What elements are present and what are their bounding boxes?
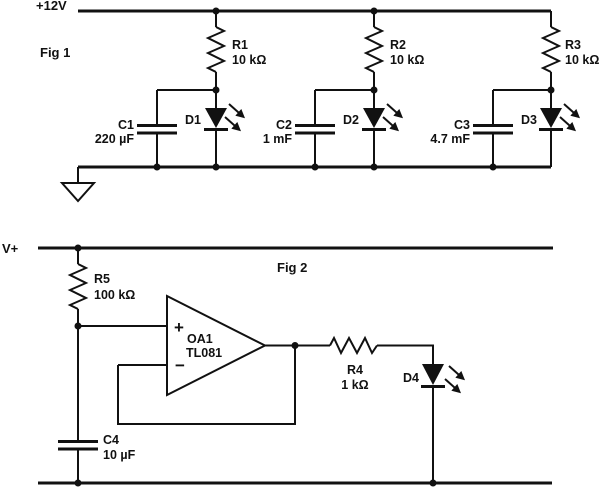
capacitor-c3-value: 4.7 mF [430,132,470,146]
led-emission-arrow-icon [224,116,242,132]
resistor-r3-symbol [540,26,562,73]
figure-2: V+ Fig 2 R5 100 kΩ C4 10 µF + − OA1 TL0 [2,241,553,487]
resistor-r5-symbol [67,263,89,310]
led-emission-arrow-icon [444,378,462,394]
figure-2-title: Fig 2 [277,260,307,275]
supply-label-12v: +12V [36,0,67,13]
resistor-r4-value: 1 kΩ [341,378,368,392]
led-d1-symbol [205,108,227,128]
resistor-r5-value: 100 kΩ [94,288,135,302]
resistor-r1-value: 10 kΩ [232,53,266,67]
resistor-r1-ref: R1 [232,38,248,52]
led-d2-ref: D2 [343,113,359,127]
led-d4-ref: D4 [403,371,419,385]
capacitor-c4-ref: C4 [103,433,119,447]
led-d2-symbol [363,108,385,128]
led-d1-ref: D1 [185,113,201,127]
capacitor-c2-value: 1 mF [263,132,293,146]
resistor-r5-ref: R5 [94,272,110,286]
figure-1-title: Fig 1 [40,45,70,60]
ground-symbol [59,167,97,203]
led-emission-arrow-icon [559,116,577,132]
led-d3-ref: D3 [521,113,537,127]
junction-dots-fig2 [74,244,437,487]
opamp-part-number: TL081 [186,346,222,360]
ground-triangle [59,182,97,203]
output-branch: R4 1 kΩ D4 [265,335,466,483]
led-d4-symbol [422,364,444,385]
junction-dots-fig1 [153,7,555,171]
branch-1: R1 10 kΩ C1 220 µF D1 [95,11,266,167]
resistor-r4-ref: R4 [347,363,363,377]
feedback-wire [117,345,296,425]
led-d3-symbol [540,108,562,128]
led-emission-arrow-icon [386,103,404,119]
supply-label-vplus: V+ [2,241,19,256]
figure-1: +12V Fig 1 R1 10 kΩ C1 220 µF [36,0,599,203]
resistor-r1-symbol [205,26,227,73]
capacitor-c3-ref: C3 [454,118,470,132]
resistor-r4-symbol [329,335,378,356]
capacitor-c4-value: 10 µF [103,448,136,462]
resistor-r2-ref: R2 [390,38,406,52]
bias-branch: R5 100 kΩ C4 10 µF [58,248,136,483]
opamp-plus-sign: + [174,318,184,337]
capacitor-c2-ref: C2 [276,118,292,132]
branch-2: R2 10 kΩ C2 1 mF D2 [263,11,424,167]
led-emission-arrow-icon [563,103,581,119]
opamp-oa1: + − OA1 TL081 [78,294,296,425]
capacitor-c1-ref: C1 [118,118,134,132]
resistor-r2-symbol [363,26,385,73]
capacitor-c1-value: 220 µF [95,132,135,146]
resistor-r3-value: 10 kΩ [565,53,599,67]
led-emission-arrow-icon [448,365,466,381]
opamp-ref: OA1 [187,332,213,346]
opamp-triangle-symbol [166,294,268,397]
branch-3: R3 10 kΩ C3 4.7 mF D3 [430,11,599,167]
led-emission-arrow-icon [228,103,246,119]
opamp-minus-sign: − [175,356,185,375]
resistor-r3-ref: R3 [565,38,581,52]
led-emission-arrow-icon [382,116,400,132]
resistor-r2-value: 10 kΩ [390,53,424,67]
wire [377,344,434,364]
